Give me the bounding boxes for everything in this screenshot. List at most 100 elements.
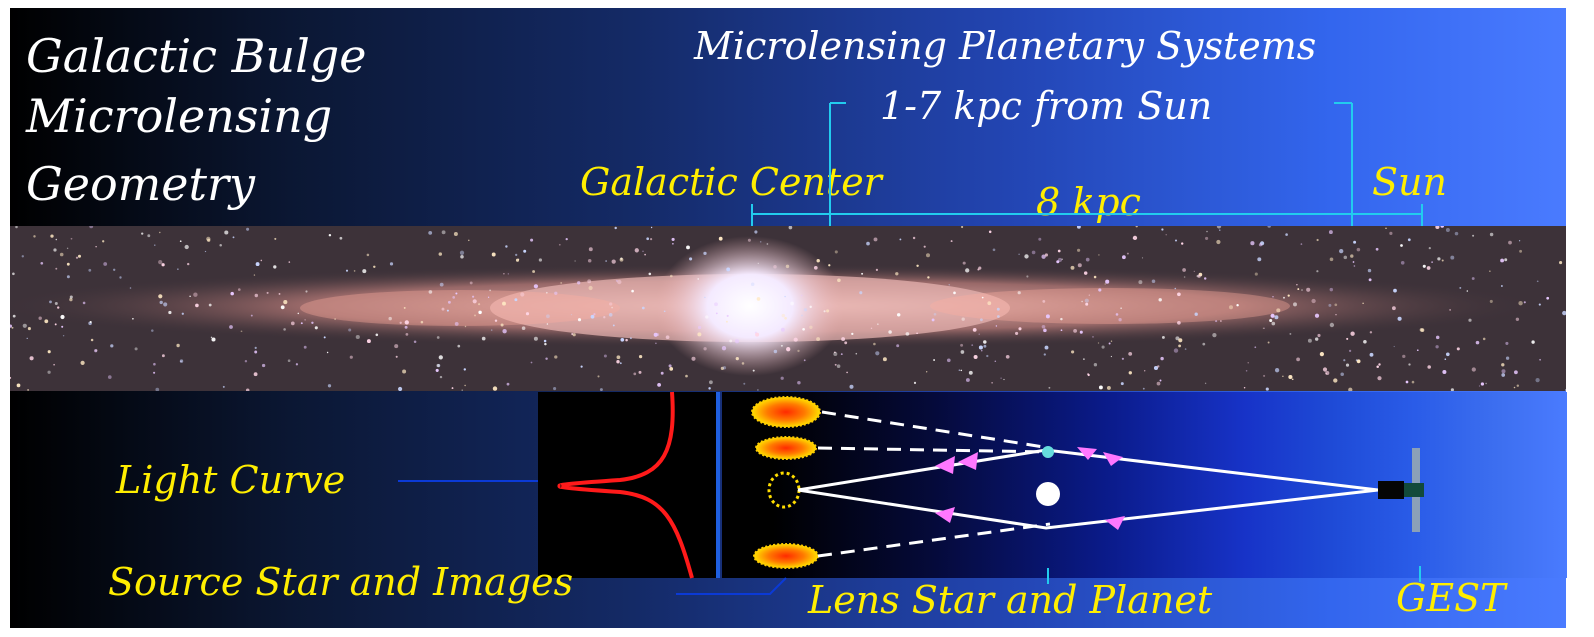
star-dot xyxy=(1513,370,1518,375)
star-dot xyxy=(572,333,576,337)
star-dot xyxy=(119,276,122,279)
star-dot xyxy=(823,310,826,313)
star-dot xyxy=(1106,385,1111,390)
star-dot xyxy=(1369,331,1373,334)
star-dot xyxy=(1426,266,1431,270)
star-dot xyxy=(786,347,791,352)
star-dot xyxy=(283,300,288,305)
star-dot xyxy=(193,292,198,297)
star-dot xyxy=(530,361,533,364)
star-dot xyxy=(968,370,973,375)
star-dot xyxy=(1367,268,1372,273)
star-dot xyxy=(1501,369,1506,374)
star-dot xyxy=(996,307,1000,311)
star-dot xyxy=(132,317,134,320)
star-dot xyxy=(1220,320,1222,322)
light-curve-label: Light Curve xyxy=(116,458,346,502)
star-dot xyxy=(1518,301,1523,306)
star-dot xyxy=(446,309,449,312)
star-dot xyxy=(158,294,163,299)
star-dot xyxy=(1042,300,1046,303)
star-dot xyxy=(784,316,787,320)
star-dot xyxy=(708,387,711,390)
star-dot xyxy=(502,329,507,334)
star-dot xyxy=(57,306,60,309)
star-dot xyxy=(438,355,443,360)
star-dot xyxy=(469,281,473,285)
star-dot xyxy=(288,261,291,263)
star-dot xyxy=(1442,369,1447,375)
star-dot xyxy=(1229,305,1233,310)
star-dot xyxy=(155,387,160,391)
star-dot xyxy=(1272,296,1274,298)
star-dot xyxy=(544,342,547,346)
star-dot xyxy=(882,357,887,362)
star-dot xyxy=(629,337,632,340)
star-dot xyxy=(1565,389,1566,391)
star-dot xyxy=(866,241,870,246)
star-dot xyxy=(686,245,690,250)
star-dot xyxy=(1031,250,1036,255)
star-dot xyxy=(487,296,490,298)
star-dot xyxy=(1435,335,1440,340)
star-dot xyxy=(89,320,92,324)
star-dot xyxy=(1083,358,1085,360)
star-dot xyxy=(638,370,642,374)
star-dot xyxy=(210,336,213,339)
star-dot xyxy=(841,337,846,342)
star-dot xyxy=(1346,337,1349,340)
star-dot xyxy=(1501,373,1506,377)
star-dot xyxy=(1459,286,1462,289)
star-dot xyxy=(1267,226,1271,228)
star-dot xyxy=(1307,338,1312,343)
star-dot xyxy=(447,300,451,304)
star-dot xyxy=(1110,355,1113,358)
star-dot xyxy=(1356,247,1361,252)
star-dot xyxy=(1061,258,1063,260)
star-dot xyxy=(859,291,863,295)
star-dot xyxy=(44,319,49,324)
star-dot xyxy=(1197,274,1201,278)
star-dot xyxy=(840,353,843,355)
star-dot xyxy=(27,327,31,331)
star-dot xyxy=(179,240,182,243)
star-dot xyxy=(669,274,673,278)
star-dot xyxy=(1247,362,1249,364)
star-dot xyxy=(375,333,379,337)
star-dot xyxy=(1363,340,1367,344)
star-dot xyxy=(1138,280,1143,285)
star-dot xyxy=(1317,333,1321,338)
star-dot xyxy=(463,368,466,371)
star-dot xyxy=(836,364,841,368)
star-dot xyxy=(260,259,263,262)
star-dot xyxy=(834,351,836,354)
star-dot xyxy=(1157,365,1160,368)
star-dot xyxy=(1508,240,1512,245)
star-dot xyxy=(960,350,965,354)
star-dot xyxy=(574,260,576,262)
star-dot xyxy=(1265,387,1269,391)
star-dot xyxy=(211,337,216,342)
star-field xyxy=(10,226,1566,391)
star-dot xyxy=(912,236,916,240)
star-dot xyxy=(1480,382,1485,386)
star-dot xyxy=(780,376,784,380)
star-dot xyxy=(1300,243,1303,245)
star-dot xyxy=(525,312,530,316)
star-dot xyxy=(328,233,332,237)
star-dot xyxy=(515,258,520,262)
star-dot xyxy=(1271,321,1276,326)
star-dot xyxy=(800,294,803,297)
star-dot xyxy=(735,356,739,361)
star-dot xyxy=(15,226,18,229)
star-dot xyxy=(545,357,548,360)
star-dot xyxy=(757,262,759,265)
star-dot xyxy=(577,318,582,322)
star-dot xyxy=(983,344,987,348)
source-image-upper xyxy=(755,436,817,460)
star-dot xyxy=(533,336,538,341)
star-dot xyxy=(1389,231,1393,235)
star-dot xyxy=(1369,352,1374,357)
star-dot xyxy=(773,264,777,269)
star-dot xyxy=(641,306,645,310)
